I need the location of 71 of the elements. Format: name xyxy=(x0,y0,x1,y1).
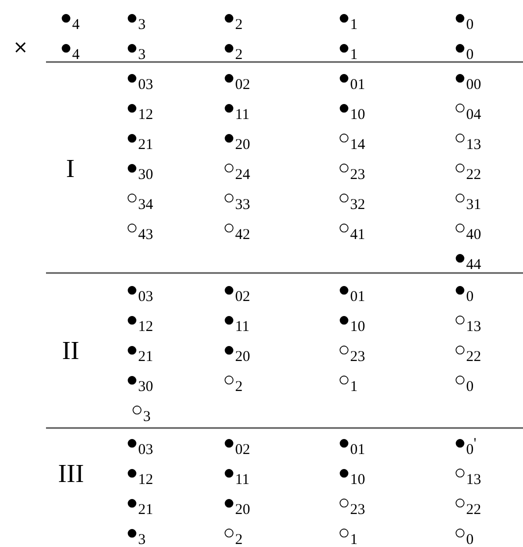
subscripted-dot: ●$_{11}$ xyxy=(223,97,250,119)
subscripted-dot: ●$_{12}$ xyxy=(126,462,154,484)
subscripted-dot: ○$_{04}$ xyxy=(454,97,482,119)
subscripted-dot: ●$_{2}$ xyxy=(223,37,243,59)
subscripted-dot: ○$_{33}$ xyxy=(223,187,250,209)
section-numeral: II xyxy=(62,337,80,365)
subscripted-dot: ●$_{20}$ xyxy=(223,339,250,361)
subscripted-dot: ●$_{21}$ xyxy=(126,339,154,361)
subscripted-dot: ●$_{0}$ xyxy=(454,279,474,301)
subscripted-dot: ○$_{34}$ xyxy=(126,187,154,209)
subscripted-dot: ●$_{12}$ xyxy=(126,97,154,119)
subscripted-dot: ●$_{4}$ xyxy=(60,37,80,59)
subscripted-dot: ○$_{0}$ xyxy=(454,369,474,391)
subscripted-dot: ○$_{22}$ xyxy=(454,157,482,179)
subscripted-dot: ○$_{43}$ xyxy=(126,217,154,239)
subscripted-dot: ●$_{30}$ xyxy=(126,369,154,391)
subscripted-dot: ●$_{02}$ xyxy=(223,432,250,454)
subscripted-dot: ●$_{12}$ xyxy=(126,309,154,331)
subscripted-dot: ●$_{02}$ xyxy=(223,279,250,301)
subscripted-dot: ○$_{1}$ xyxy=(338,369,358,391)
subscripted-dot: ●$_{11}$ xyxy=(223,462,250,484)
subscripted-dot: ○$_{2}$ xyxy=(223,522,243,544)
subscripted-dot: ●$_{30}$ xyxy=(126,157,154,179)
subscripted-dot: ○$_{23}$ xyxy=(338,157,366,179)
subscripted-dot: ●$_{01}$ xyxy=(338,432,366,454)
section-numeral: I xyxy=(66,155,75,183)
subscripted-dot: ●$_{10}$ xyxy=(338,462,366,484)
subscripted-dot: ●$_{01}$ xyxy=(338,67,366,89)
subscripted-dot: ●$_{03}$ xyxy=(126,432,154,454)
subscripted-dot: ○$_{2}$ xyxy=(223,369,243,391)
subscripted-dot: ●$_{3}$ xyxy=(126,37,146,59)
subscripted-dot: ●$_{21}$ xyxy=(126,127,154,149)
subscripted-dot: ○$_{13}$ xyxy=(454,127,482,149)
subscripted-dot: ○$_{24}$ xyxy=(223,157,250,179)
subscripted-dot: ○$_{23}$ xyxy=(338,339,366,361)
multiplication-sign: × xyxy=(13,37,28,59)
subscripted-dot: ○$_{41}$ xyxy=(338,217,366,239)
subscripted-dot: ●$_{20}$ xyxy=(223,127,250,149)
subscripted-dot: ●$_{3}$ xyxy=(126,522,146,544)
subscripted-dot: ●$_{3}$ xyxy=(126,7,146,29)
subscripted-dot: ●$_{44}$ xyxy=(454,247,482,269)
subscripted-dot: ●$_{0}$ xyxy=(454,37,474,59)
subscripted-dot: ●$_{11}$ xyxy=(223,309,250,331)
subscripted-dot: ●$_{10}$ xyxy=(338,309,366,331)
subscripted-dot: ●$_{1}$ xyxy=(338,7,358,29)
subscripted-dot: ○$_{40}$ xyxy=(454,217,482,239)
subscripted-dot: ○$_{31}$ xyxy=(454,187,482,209)
subscripted-dot: ○$_{0}$ xyxy=(454,522,474,544)
subscripted-dot: ○$_{22}$ xyxy=(454,492,482,514)
section-numeral: III xyxy=(58,460,84,488)
subscripted-dot: ●$_{01}$ xyxy=(338,279,366,301)
subscripted-dot: ●$_{00}$ xyxy=(454,67,482,89)
subscripted-dot: ○$_{22}$ xyxy=(454,339,482,361)
subscripted-dot: ●$_{2}$ xyxy=(223,7,243,29)
subscripted-dot: ●$_{21}$ xyxy=(126,492,154,514)
subscripted-dot: ●$_{4}$ xyxy=(60,7,80,29)
subscripted-dot: ●$_{1}$ xyxy=(338,37,358,59)
subscripted-dot: ○$_{14}$ xyxy=(338,127,366,149)
subscripted-dot: ○$_{42}$ xyxy=(223,217,250,239)
subscripted-dot: ●$_{03}$ xyxy=(126,67,154,89)
subscripted-dot: ●$_{10}$ xyxy=(338,97,366,119)
subscripted-dot: ○$_{23}$ xyxy=(338,492,366,514)
subscripted-dot: ●$_{20}$ xyxy=(223,492,250,514)
subscripted-dot: ○$_{32}$ xyxy=(338,187,366,209)
subscripted-dot: ○$_{13}$ xyxy=(454,309,482,331)
subscripted-dot: ○$_{1}$ xyxy=(338,522,358,544)
subscripted-dot: ○$_{3}$ xyxy=(131,399,151,421)
subscripted-dot: ●$_{02}$ xyxy=(223,67,250,89)
subscripted-dot: ○$_{13}$ xyxy=(454,462,482,484)
subscripted-dot: ●$_{0}$ xyxy=(454,7,474,29)
subscripted-dot: ●$_{03}$ xyxy=(126,279,154,301)
